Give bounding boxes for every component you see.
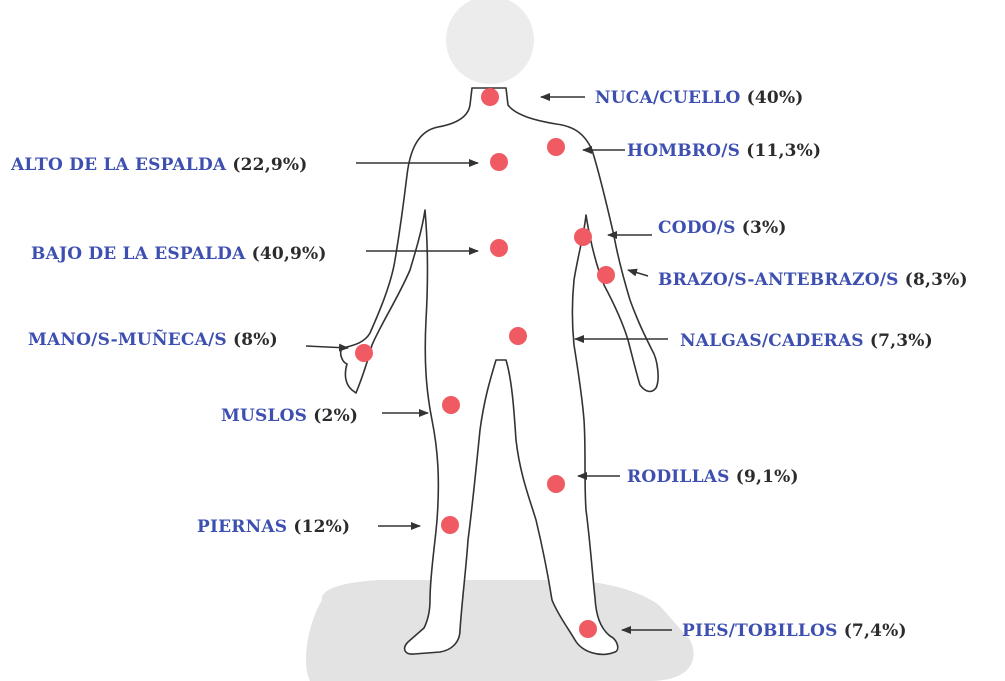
label-pies-tobillos: PIES/TOBILLOS (7,4%) bbox=[682, 621, 907, 641]
label-part: PIES/TOBILLOS bbox=[682, 621, 838, 641]
label-percent: (40,9%) bbox=[252, 244, 327, 264]
dot-rodillas bbox=[547, 475, 565, 493]
dot-codo bbox=[574, 228, 592, 246]
label-percent: (12%) bbox=[293, 517, 350, 537]
dot-nalgas bbox=[509, 327, 527, 345]
dot-bajo bbox=[490, 239, 508, 257]
label-part: BAJO DE LA ESPALDA bbox=[31, 244, 245, 264]
label-part: NALGAS/CADERAS bbox=[680, 331, 864, 351]
label-percent: (3%) bbox=[742, 218, 787, 238]
label-part: NUCA/CUELLO bbox=[595, 88, 741, 108]
label-bajo-espalda: BAJO DE LA ESPALDA (40,9%) bbox=[31, 244, 327, 264]
arrow-brazo bbox=[628, 270, 648, 276]
dot-muslos bbox=[442, 396, 460, 414]
label-piernas: PIERNAS (12%) bbox=[197, 517, 350, 537]
dot-brazo bbox=[597, 266, 615, 284]
label-percent: (2%) bbox=[313, 406, 358, 426]
label-part: RODILLAS bbox=[627, 467, 730, 487]
label-percent: (8,3%) bbox=[905, 270, 968, 290]
label-part: BRAZO/S-ANTEBRAZO/S bbox=[658, 270, 899, 290]
label-codos: CODO/S (3%) bbox=[658, 218, 787, 238]
label-manos-munecas: MANO/S-MUÑECA/S (8%) bbox=[28, 330, 278, 350]
label-percent: (11,3%) bbox=[746, 141, 821, 161]
label-nuca-cuello: NUCA/CUELLO (40%) bbox=[595, 88, 804, 108]
label-part: HOMBRO/S bbox=[627, 141, 740, 161]
dot-pies bbox=[579, 620, 597, 638]
dot-mano bbox=[355, 344, 373, 362]
label-percent: (7,4%) bbox=[844, 621, 907, 641]
label-percent: (7,3%) bbox=[870, 331, 933, 351]
dot-hombro bbox=[547, 138, 565, 156]
label-part: PIERNAS bbox=[197, 517, 287, 537]
label-nalgas-caderas: NALGAS/CADERAS (7,3%) bbox=[680, 331, 933, 351]
label-brazos-antebrazos: BRAZO/S-ANTEBRAZO/S (8,3%) bbox=[658, 270, 968, 290]
label-rodillas: RODILLAS (9,1%) bbox=[627, 467, 799, 487]
label-part: ALTO DE LA ESPALDA bbox=[11, 155, 226, 175]
dot-piernas bbox=[441, 516, 459, 534]
label-hombros: HOMBRO/S (11,3%) bbox=[627, 141, 821, 161]
label-percent: (8%) bbox=[233, 330, 278, 350]
label-part: MUSLOS bbox=[221, 406, 307, 426]
dot-nuca bbox=[481, 88, 499, 106]
arrow-mano bbox=[306, 346, 348, 348]
label-percent: (22,9%) bbox=[232, 155, 307, 175]
label-alto-espalda: ALTO DE LA ESPALDA (22,9%) bbox=[11, 155, 307, 175]
label-percent: (40%) bbox=[747, 88, 804, 108]
body-silhouette bbox=[341, 88, 658, 654]
head bbox=[446, 0, 534, 84]
label-part: CODO/S bbox=[658, 218, 736, 238]
label-percent: (9,1%) bbox=[736, 467, 799, 487]
label-muslos: MUSLOS (2%) bbox=[221, 406, 358, 426]
dot-alto bbox=[490, 153, 508, 171]
label-part: MANO/S-MUÑECA/S bbox=[28, 330, 227, 350]
